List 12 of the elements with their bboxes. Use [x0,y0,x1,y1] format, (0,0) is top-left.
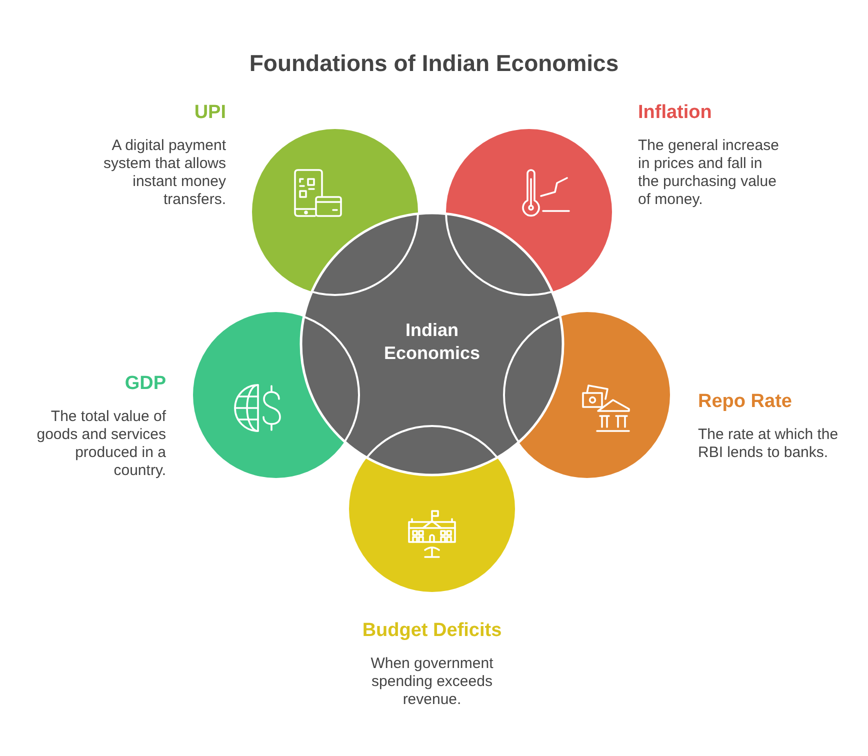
description-text: When government spending exceeds revenue. [370,655,494,709]
hub-label: Indian Economics [382,319,482,365]
section-heading: Repo Rate [698,391,792,413]
section-heading: GDP [124,373,166,395]
section-heading: UPI [194,102,226,124]
section-heading: Inflation [638,102,712,124]
description-text: The rate at which the RBI lends to banks. [698,426,840,462]
diagram-title: Foundations of Indian Economics [249,49,619,77]
section-heading: Budget Deficits [362,620,502,642]
description-text: The total value of goods and services produced in a country. [36,408,166,480]
description-text: A digital payment system that allows instant money transfers. [102,137,226,209]
description-text: The general increase in prices and fall in the purchasing value of money. [638,137,780,209]
